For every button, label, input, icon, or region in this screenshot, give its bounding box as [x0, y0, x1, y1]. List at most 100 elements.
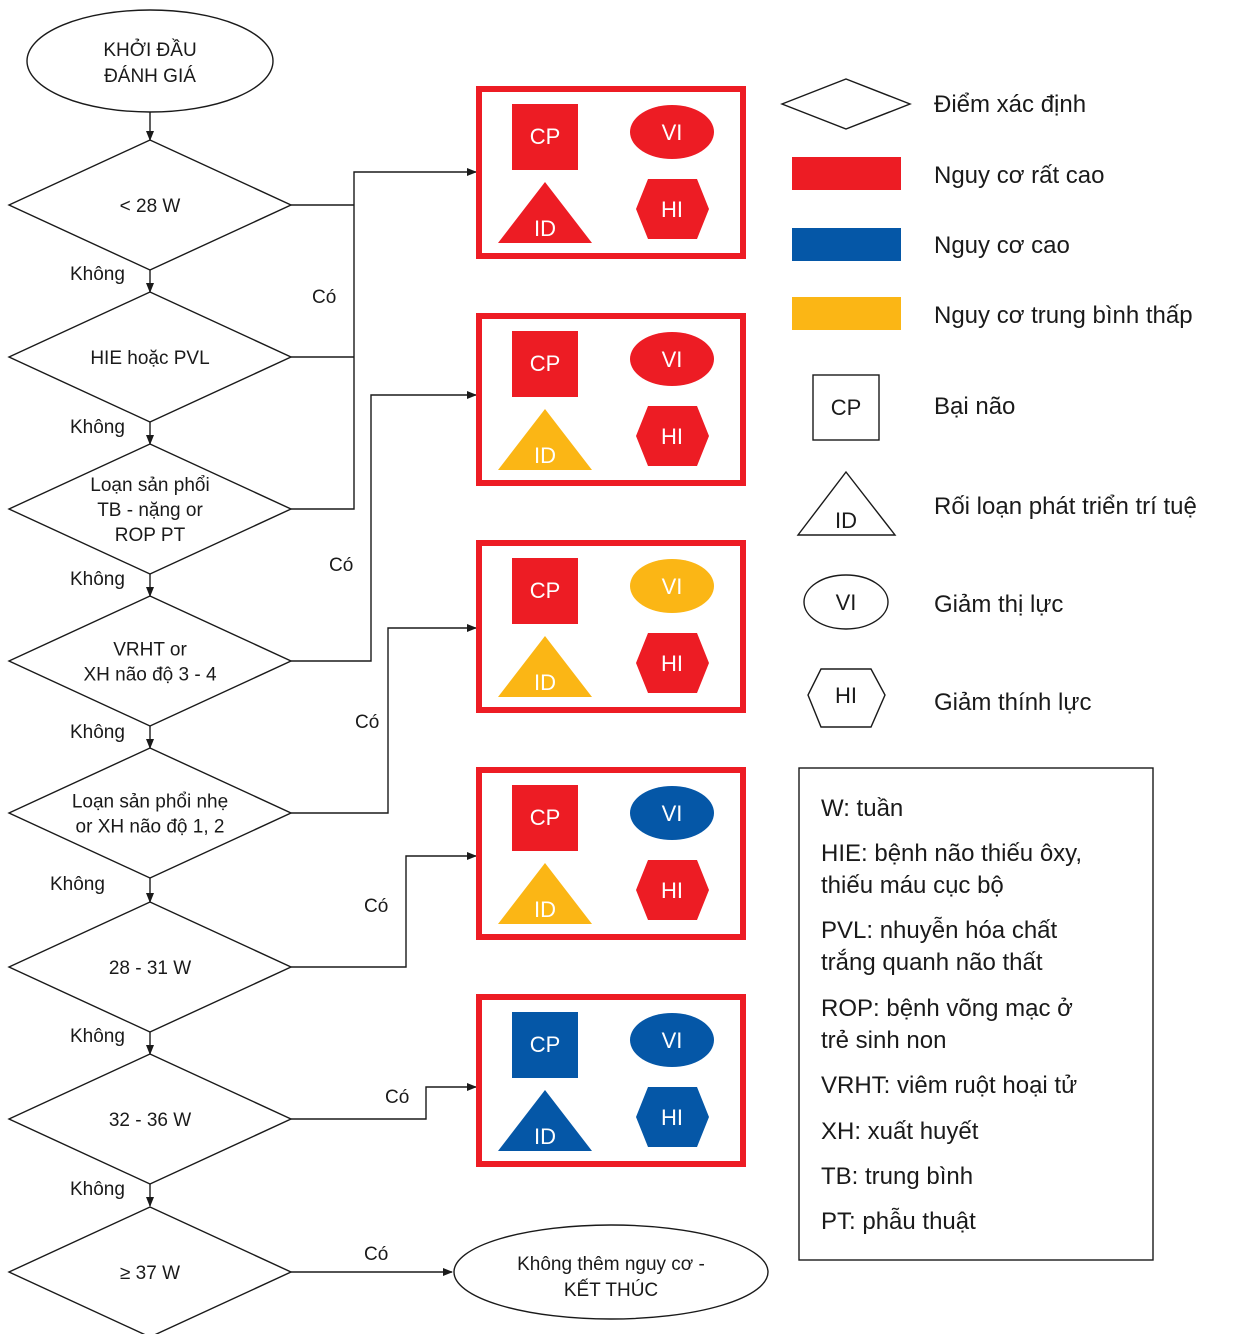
vi-ellipse-icon: [630, 559, 714, 613]
flow-connectors: [146, 112, 477, 1276]
decision-node: HIE hoặc PVL: [7, 291, 293, 423]
legend-id-label: Rối loạn phát triển trí tuệ: [934, 493, 1197, 520]
decision-label-line: 28 - 31 W: [109, 958, 191, 979]
yes-label-d6: Có: [364, 896, 388, 917]
abbr-vrht: VRHT: viêm ruột hoại tử: [821, 1072, 1077, 1099]
decision-label-line: ≥ 37 W: [120, 1263, 180, 1284]
cp-square-icon: [512, 558, 578, 624]
abbr-hie-line2: thiếu máu cục bộ: [821, 872, 1004, 899]
decision-label-line: Loạn sản phổi nhẹ: [72, 792, 228, 813]
yes-label-d3: Có: [329, 555, 353, 576]
no-label-d5: Không: [50, 874, 105, 895]
decision-diamond: [7, 291, 293, 423]
decision-label-line: < 28 W: [120, 196, 181, 217]
cp-square-icon: [512, 331, 578, 397]
hi-symbol-text: HI: [661, 424, 683, 449]
decision-label-line: VRHT or: [113, 640, 187, 661]
id-triangle-icon: [498, 863, 592, 924]
legend-vi-label: Giảm thị lực: [934, 591, 1063, 618]
decision-label-line: ROP PT: [115, 525, 186, 546]
id-triangle-icon: [498, 409, 592, 470]
yes-label-d8: Có: [364, 1244, 388, 1265]
branch-d5-yes: [291, 624, 477, 814]
abbreviation-box: W: tuần HIE: bệnh não thiếu ôxy, thiếu m…: [798, 767, 1154, 1261]
no-label-d3: Không: [70, 569, 125, 590]
id-symbol-text: ID: [534, 1124, 556, 1149]
vi-symbol-text: VI: [662, 574, 683, 599]
id-triangle-icon: [498, 1090, 592, 1151]
cp-symbol-text: CP: [530, 351, 561, 376]
cp-symbol-text: CP: [530, 578, 561, 603]
hi-hexagon-icon: [636, 179, 709, 239]
hi-hexagon-icon: [636, 860, 709, 920]
legend-id-symbol-text: ID: [835, 508, 857, 533]
abbreviation-frame: [798, 767, 1154, 1261]
vi-ellipse-icon: [630, 105, 714, 159]
legend-high-swatch: [792, 228, 901, 261]
start-label-line2: ĐÁNH GIÁ: [104, 66, 196, 87]
abbr-rop-line2: trẻ sinh non: [821, 1027, 946, 1054]
risk-box: CP VI ID HI: [476, 86, 746, 259]
legend-vi-ellipse-icon: [803, 574, 889, 630]
abbr-hie-line1: HIE: bệnh não thiếu ôxy,: [821, 840, 1082, 867]
id-symbol-text: ID: [534, 443, 556, 468]
hi-symbol-text: HI: [661, 197, 683, 222]
decision-diamond: [7, 595, 293, 727]
hi-hexagon-icon: [636, 1087, 709, 1147]
abbr-pt: PT: phẫu thuật: [821, 1208, 976, 1235]
vi-symbol-text: VI: [662, 120, 683, 145]
start-node: KHỞI ĐẦU ĐÁNH GIÁ: [26, 9, 274, 113]
legend: Điểm xác định Nguy cơ rất cao Nguy cơ ca…: [780, 78, 1197, 728]
legend-cp-square-icon: [812, 374, 880, 441]
yes-label-d1: Có: [312, 287, 336, 308]
decision-label-line: XH não độ 3 - 4: [83, 665, 217, 686]
risk-box: CP VI ID HI: [476, 313, 746, 486]
legend-cp-symbol-text: CP: [831, 395, 862, 420]
hi-hexagon-icon: [636, 406, 709, 466]
decision-diamond: [7, 443, 293, 575]
vi-ellipse-icon: [630, 1013, 714, 1067]
decision-node: VRHT or XH não độ 3 - 4: [7, 595, 293, 727]
cp-symbol-text: CP: [530, 1032, 561, 1057]
legend-decision-label: Điểm xác định: [934, 91, 1086, 118]
edge-labels: Không Không Không Không Không Không Khôn…: [50, 264, 409, 1265]
vi-ellipse-icon: [630, 332, 714, 386]
hi-symbol-text: HI: [661, 651, 683, 676]
decision-diamond: [7, 901, 293, 1033]
decision-label-line: TB - nặng or: [97, 500, 203, 521]
start-label-line1: KHỞI ĐẦU: [103, 39, 196, 61]
legend-cp-label: Bại não: [934, 393, 1015, 420]
id-triangle-icon: [498, 636, 592, 697]
decision-diamond: [7, 139, 293, 271]
abbr-tb: TB: trung bình: [821, 1163, 973, 1190]
no-label-d6: Không: [70, 1026, 125, 1047]
end-label-line1: Không thêm nguy cơ -: [517, 1254, 705, 1275]
id-symbol-text: ID: [534, 216, 556, 241]
cp-symbol-text: CP: [530, 124, 561, 149]
risk-box: CP VI ID HI: [476, 994, 746, 1167]
cp-square-icon: [512, 785, 578, 851]
cp-square-icon: [512, 104, 578, 170]
branch-d7-yes: [291, 1083, 477, 1120]
hi-symbol-text: HI: [661, 1105, 683, 1130]
no-label-d7: Không: [70, 1179, 125, 1200]
vi-symbol-text: VI: [662, 347, 683, 372]
vi-symbol-text: VI: [662, 1028, 683, 1053]
decision-label-line: 32 - 36 W: [109, 1110, 191, 1131]
legend-decision-diamond-icon: [780, 78, 912, 130]
decision-node: 28 - 31 W: [7, 901, 293, 1033]
abbr-w: W: tuần: [821, 795, 903, 822]
no-label-d4: Không: [70, 722, 125, 743]
decision-diamond: [7, 1053, 293, 1185]
decision-node: ≥ 37 W: [7, 1206, 293, 1334]
legend-very-high-swatch: [792, 157, 901, 190]
branch-d3-yes: [291, 168, 477, 510]
legend-hi-hexagon-icon: [807, 668, 886, 728]
decision-diamond: [7, 1206, 293, 1334]
abbr-rop-line1: ROP: bệnh võng mạc ở: [821, 995, 1073, 1022]
